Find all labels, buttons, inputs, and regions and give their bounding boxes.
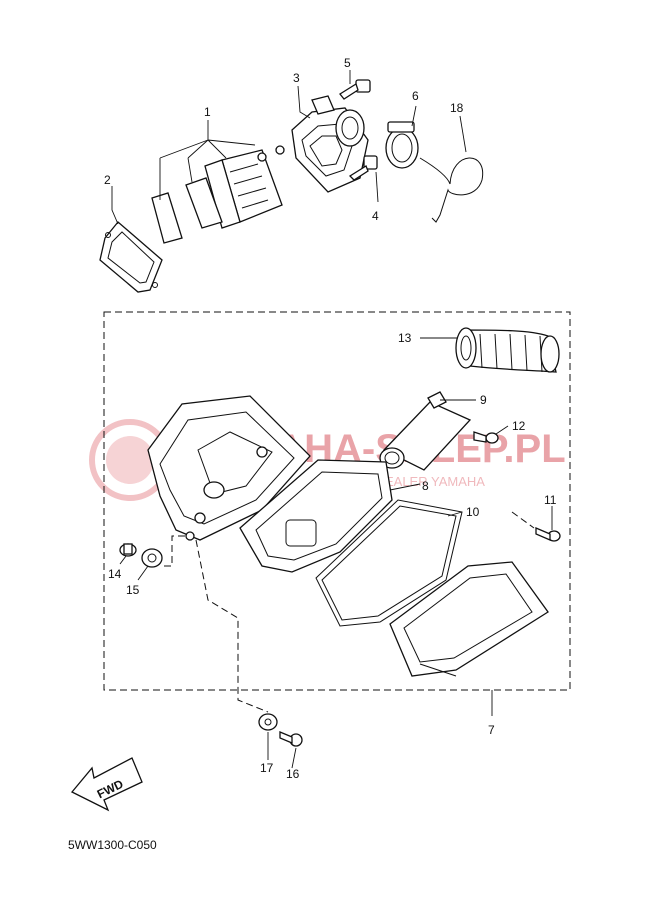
intake-duct	[455, 327, 560, 373]
reed-valve-assembly	[151, 145, 285, 244]
callout-4: 4	[372, 209, 379, 223]
callout-11: 11	[544, 493, 557, 507]
callout-10: 10	[466, 505, 480, 519]
callout-6: 6	[412, 89, 419, 103]
bolt-5	[339, 79, 371, 100]
leader-lines	[111, 70, 553, 769]
callout-12: 12	[512, 419, 526, 433]
washer-17	[258, 713, 278, 731]
callout-5: 5	[344, 56, 351, 70]
screw-12	[473, 431, 499, 444]
bolt-4	[348, 155, 378, 181]
callout-7: 7	[488, 723, 495, 737]
seal	[315, 499, 463, 627]
collar-14	[119, 543, 137, 557]
callout-15: 15	[126, 583, 140, 597]
gasket	[99, 221, 163, 293]
callout-1: 1	[204, 105, 211, 119]
fwd-arrow: FWD	[70, 757, 143, 812]
screw-11	[535, 527, 561, 542]
callout-13: 13	[398, 331, 412, 345]
callout-3: 3	[293, 71, 300, 85]
callout-17: 17	[260, 761, 274, 775]
air-cleaner-cap	[389, 561, 549, 677]
callout-14: 14	[108, 567, 122, 581]
spring-clip	[419, 157, 484, 223]
callout-2: 2	[104, 173, 111, 187]
diagram-code: 5WW1300-C050	[68, 838, 157, 852]
callout-8: 8	[422, 479, 429, 493]
callout-18: 18	[450, 101, 464, 115]
damper-15	[141, 548, 163, 568]
filter-element	[239, 459, 393, 573]
callout-9: 9	[480, 393, 487, 407]
assembly-boundary	[103, 311, 571, 691]
bolt-16	[279, 731, 303, 747]
hose-clamp	[385, 121, 419, 169]
callout-16: 16	[286, 767, 300, 781]
